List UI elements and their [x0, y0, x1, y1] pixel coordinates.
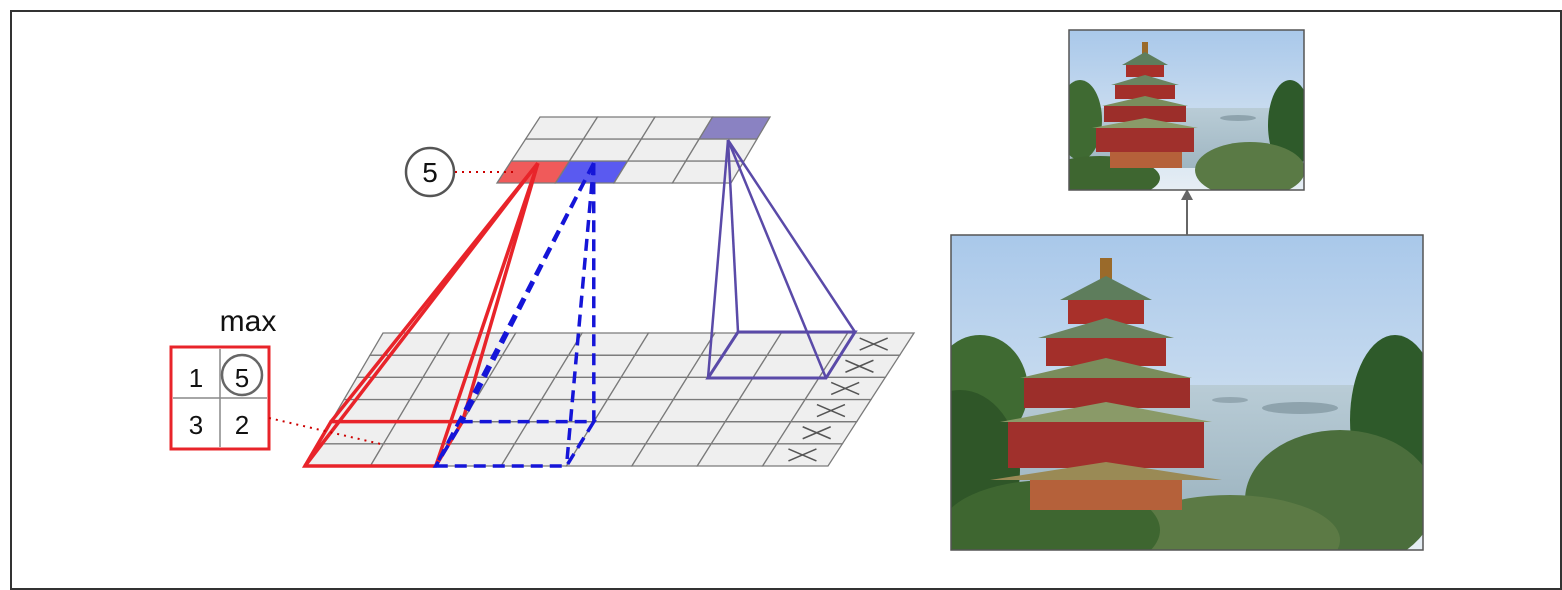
pool-value-tl: 1 [189, 363, 203, 393]
pool-value-br: 2 [235, 410, 249, 440]
output-value: 5 [422, 157, 438, 188]
output-value-bubble: 5 [406, 148, 515, 196]
output-cell [686, 139, 757, 161]
input-image-photo [900, 235, 1440, 574]
max-pooling-diagram: 1 5 3 2 max 5 [0, 0, 1562, 574]
pool-operation-label: max [220, 305, 277, 338]
pool-value-tr: 5 [235, 363, 249, 393]
input-feature-map [305, 333, 914, 466]
output-image-photo [1040, 30, 1312, 200]
pool-value-bl: 3 [189, 410, 203, 440]
downsample-arrow [1181, 189, 1193, 235]
purple-projection-line [728, 140, 855, 332]
output-cell [699, 117, 770, 139]
output-cell [673, 161, 745, 183]
